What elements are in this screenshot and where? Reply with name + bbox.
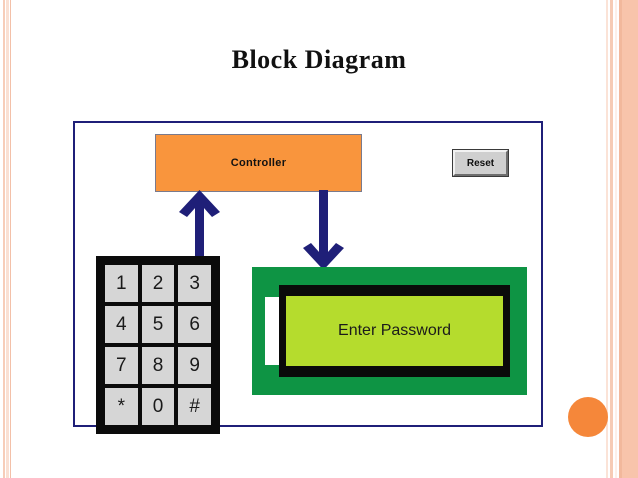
arrow-down-icon [303,190,344,270]
reset-button-label: Reset [466,157,495,169]
arrow-up-icon [179,190,220,272]
keypad[interactable]: 1 2 3 4 5 6 7 8 9 * 0 # [96,256,220,434]
keypad-key-3[interactable]: 3 [178,265,211,302]
keypad-key-7[interactable]: 7 [105,347,138,384]
lcd-screen: Enter Password [286,296,503,366]
lcd-screen-text: Enter Password [338,322,451,339]
lcd-module: Enter Password [252,267,527,395]
left-border-stripe-2 [6,0,9,478]
keypad-key-star[interactable]: * [105,388,138,425]
keypad-key-5[interactable]: 5 [141,306,175,343]
keypad-grid: 1 2 3 4 5 6 7 8 9 * 0 # [105,265,211,425]
page-title: Block Diagram [231,45,407,74]
keypad-key-0[interactable]: 0 [141,388,175,425]
right-border-stripe-3 [615,0,617,478]
lcd-bezel: Enter Password [279,285,510,377]
lcd-connector-tab [265,297,279,365]
keypad-key-8[interactable]: 8 [141,347,175,384]
controller-label: Controller [230,157,287,169]
decorative-circle [568,397,608,437]
right-border-stripe-5 [622,0,638,478]
keypad-key-4[interactable]: 4 [105,306,138,343]
keypad-key-9[interactable]: 9 [178,347,211,384]
right-border-stripe-4 [619,0,622,478]
keypad-key-6[interactable]: 6 [178,306,211,343]
right-border-stripe-2 [610,0,613,478]
left-border-stripe-1 [3,0,5,478]
left-border-stripe-3 [10,0,11,478]
right-border-stripe-1 [606,0,608,478]
keypad-key-1[interactable]: 1 [105,265,138,302]
controller-block: Controller [155,134,362,192]
keypad-key-hash[interactable]: # [178,388,211,425]
reset-button[interactable]: Reset [452,149,509,177]
keypad-key-2[interactable]: 2 [141,265,175,302]
